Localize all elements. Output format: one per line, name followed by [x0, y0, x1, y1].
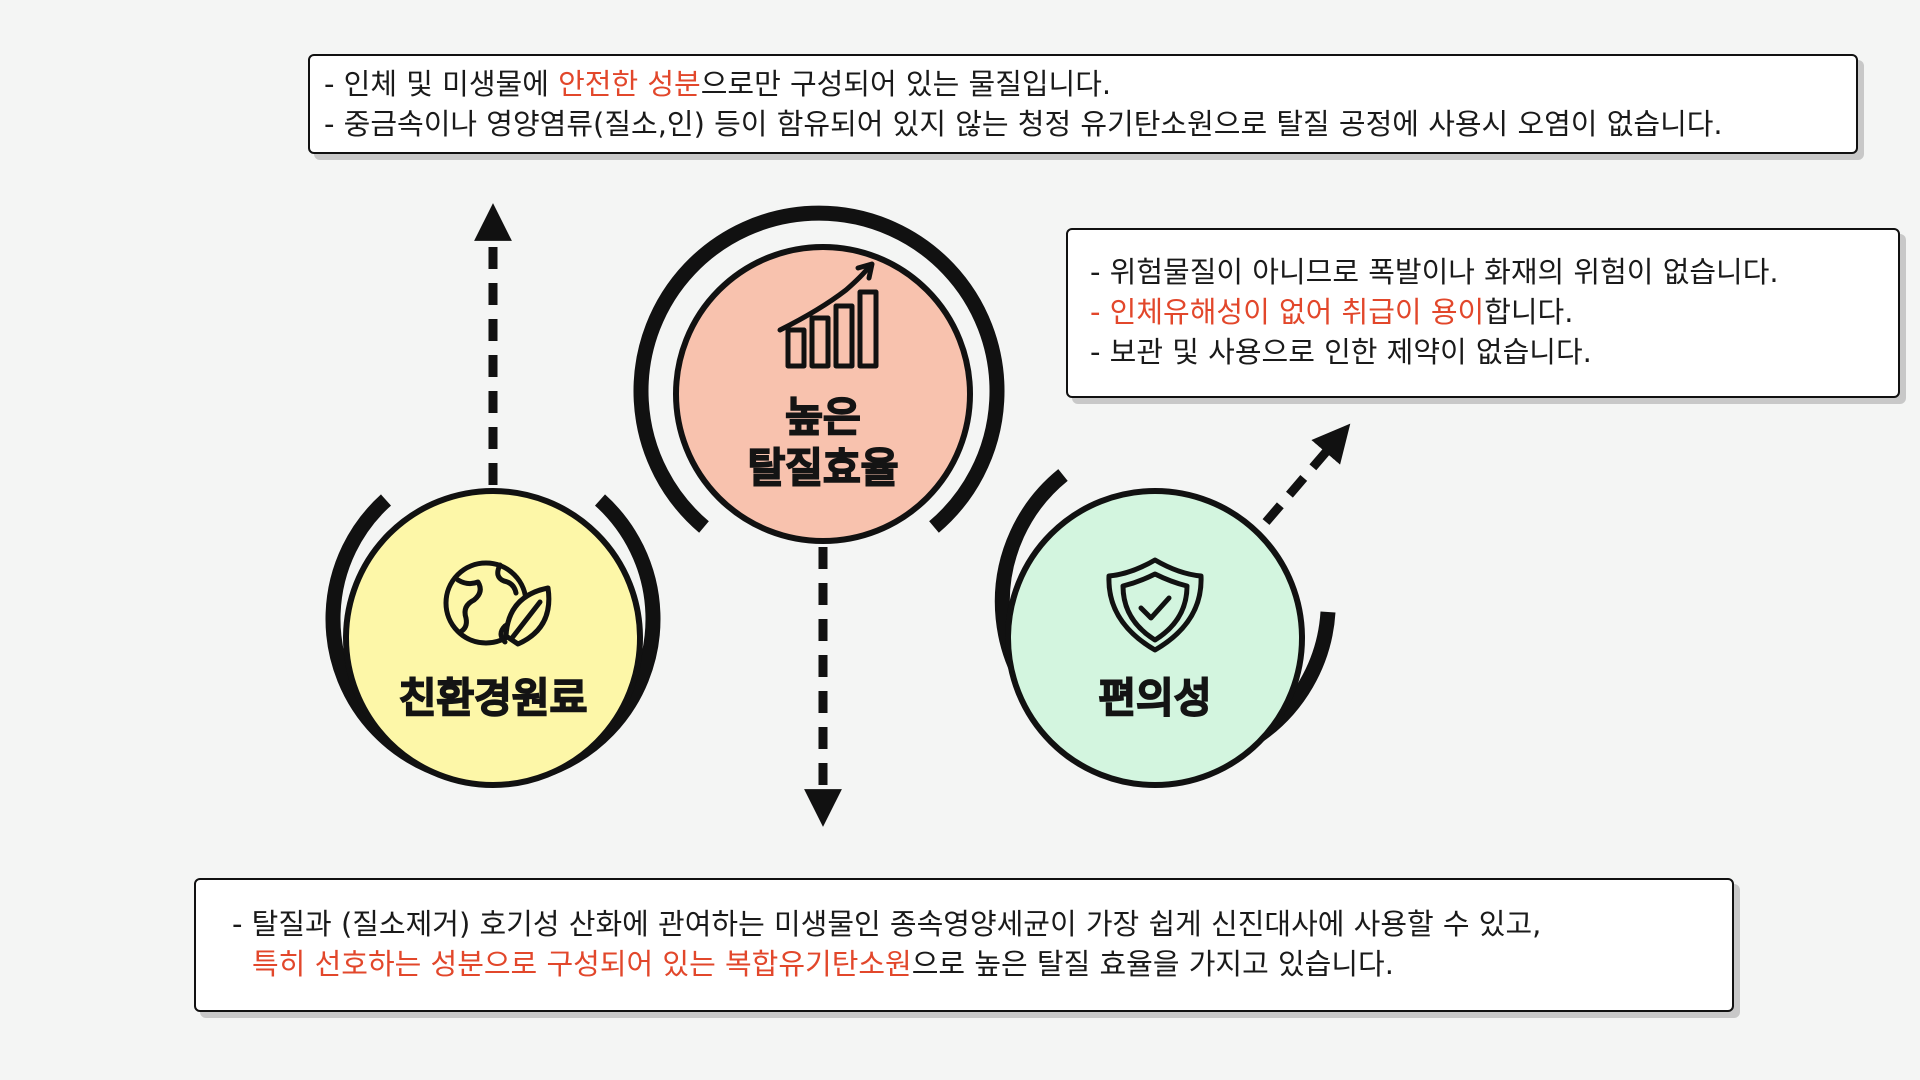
bottom-description-line-1: - 탈질과 (질소제거) 호기성 산화에 관여하는 미생물인 종속영양세균이 가…	[232, 907, 1542, 941]
right-description-box: - 위험물질이 아니므로 폭발이나 화재의 위험이 없습니다. - 인체유해성이…	[1066, 228, 1900, 398]
highlight-text: 특히 선호하는 성분으로 구성되어 있는 복합유기탄소원	[252, 947, 912, 981]
shield-check-icon	[1106, 557, 1204, 653]
node-efficiency: 높은 탈질효율	[633, 205, 1005, 544]
top-description-line-1: - 인체 및 미생물에 안전한 성분으로만 구성되어 있는 물질입니다.	[324, 64, 1856, 104]
node-efficiency-label-line-2: 탈질효율	[748, 444, 899, 492]
globe-leaf-icon	[443, 560, 552, 647]
highlight-text: 안전한 성분	[558, 67, 701, 101]
node-efficiency-circle	[673, 244, 973, 544]
right-description-line-2: - 인체유해성이 없어 취급이 용이합니다.	[1090, 292, 1898, 332]
node-efficiency-label-line-1: 높은	[785, 393, 860, 441]
node-convenience: 편의성	[994, 469, 1336, 788]
text: 합니다.	[1484, 295, 1574, 329]
right-description-line-3: - 보관 및 사용으로 인한 제약이 없습니다.	[1090, 335, 1592, 369]
node-eco-circle	[343, 488, 643, 788]
arrow-convenience-to-right-box	[1262, 423, 1351, 525]
right-description-line-1: - 위험물질이 아니므로 폭발이나 화재의 위험이 없습니다.	[1090, 255, 1779, 289]
node-convenience-label: 편의성	[1098, 674, 1211, 722]
text: 으로 높은 탈질 효율을 가지고 있습니다.	[911, 947, 1394, 981]
highlight-text: - 인체유해성이 없어 취급이 용이	[1090, 295, 1485, 329]
node-efficiency-ring	[633, 205, 1005, 533]
bottom-description-box: - 탈질과 (질소제거) 호기성 산화에 관여하는 미생물인 종속영양세균이 가…	[194, 878, 1734, 1012]
top-description-box: - 인체 및 미생물에 안전한 성분으로만 구성되어 있는 물질입니다. - 중…	[308, 54, 1858, 154]
growth-chart-icon	[777, 261, 879, 369]
text: - 인체 및 미생물에	[324, 67, 559, 101]
node-eco-label: 친환경원료	[399, 674, 588, 722]
bottom-description-line-2: 특히 선호하는 성분으로 구성되어 있는 복합유기탄소원으로 높은 탈질 효율을…	[232, 944, 1732, 984]
top-description-line-2: - 중금속이나 영양염류(질소,인) 등이 함유되어 있지 않는 청정 유기탄소…	[324, 107, 1723, 141]
text: 으로만 구성되어 있는 물질입니다.	[700, 67, 1112, 101]
node-eco: 친환경원료	[325, 488, 661, 788]
